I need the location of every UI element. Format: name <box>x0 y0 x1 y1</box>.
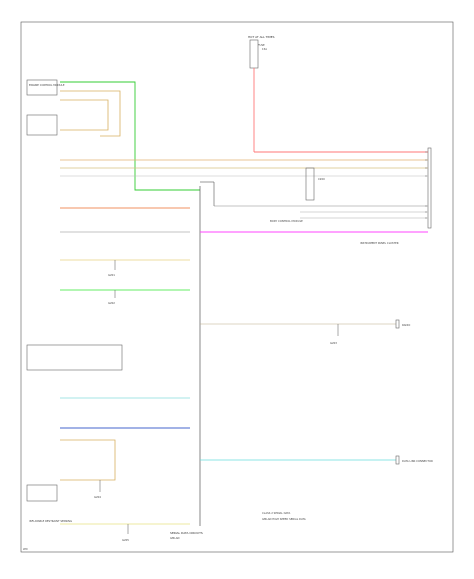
right-module-1-label: BODY CONTROL MODULE <box>270 219 303 223</box>
bottom-caption-2: GMLAN <box>170 536 180 540</box>
legend-item-2: GMLAN HIGH SPEED SERIAL DATA <box>262 517 306 521</box>
ground-label-1: G201 <box>108 273 115 277</box>
right-module-4-box <box>395 455 400 465</box>
left-module-4 <box>26 484 58 502</box>
right-markers <box>425 151 427 219</box>
center-connector <box>305 167 315 201</box>
right-connector <box>427 147 432 229</box>
wire-tan-2 <box>60 99 109 131</box>
right-module-4-label: DATA LINK CONNECTOR <box>402 459 433 463</box>
legend-item-1: CLASS 2 SERIAL DATA <box>262 511 290 515</box>
wire-tan-1 <box>60 90 121 137</box>
right-module-3-box <box>395 319 400 329</box>
corner-mark: WD <box>23 547 28 551</box>
right-module-2-label: INSTRUMENT PANEL CLUSTER <box>360 241 399 245</box>
top-fuse-box <box>249 39 259 69</box>
fuse-note-1: 15A <box>262 47 267 51</box>
ground-label-3: G203 <box>330 341 337 345</box>
ground-label-4: G204 <box>94 495 101 499</box>
wire-tan-bottom <box>60 439 116 481</box>
right-module-3-label: RADIO <box>402 323 410 327</box>
left-module-bottom-label: INFLATABLE RESTRAINT SENSING <box>29 519 72 523</box>
ground-label-2: G202 <box>108 301 115 305</box>
bottom-caption: SERIAL DATA CIRCUITS <box>170 531 203 535</box>
left-module-3 <box>26 344 123 371</box>
top-fuse-label: HOT AT ALL TIMES <box>248 35 275 39</box>
top-fuse-sub: FUSE <box>258 43 265 47</box>
left-module-2 <box>26 114 58 136</box>
wire-green-top <box>60 81 200 191</box>
left-module-1 <box>26 79 58 96</box>
left-module-1-label: ENGINE CONTROL MODULE <box>29 83 65 87</box>
diagram-frame <box>20 21 454 553</box>
center-connector-label: C200 <box>318 177 325 181</box>
ground-label-5: G205 <box>122 538 129 542</box>
